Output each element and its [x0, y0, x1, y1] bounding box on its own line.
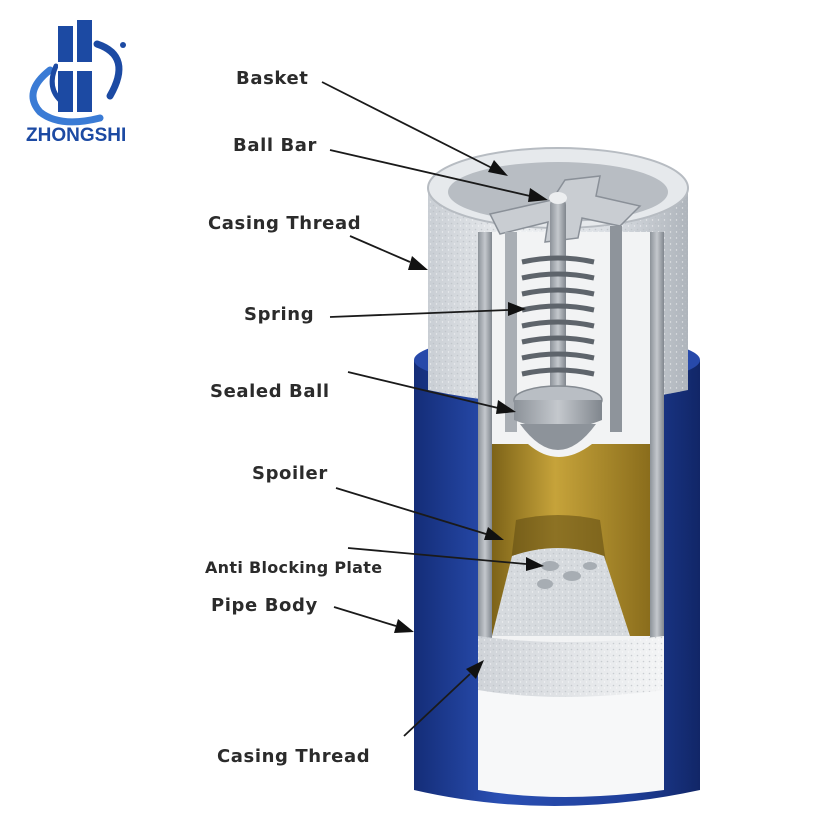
ball-bar-shape	[549, 192, 567, 398]
label-ball-bar: Ball Bar	[233, 135, 317, 156]
logo-mark-icon	[29, 20, 126, 126]
label-spoiler: Spoiler	[252, 463, 328, 484]
leader-lines	[321, 81, 548, 737]
brand-name: ZHONGSHI	[26, 125, 126, 146]
label-casing-thread-top: Casing Thread	[208, 213, 361, 234]
label-basket: Basket	[236, 68, 308, 89]
zhongshi-logo: ZHONGSHI	[26, 20, 126, 146]
label-sealed-ball: Sealed Ball	[210, 381, 330, 402]
label-pipe-body: Pipe Body	[211, 595, 318, 616]
label-spring: Spring	[244, 304, 314, 325]
label-anti-blocking-plate: Anti Blocking Plate	[205, 558, 382, 577]
casing-thread-bottom-shape	[478, 636, 664, 797]
sealed-ball-shape	[513, 385, 603, 450]
float-valve-illustration	[414, 147, 700, 806]
label-casing-thread-bottom: Casing Thread	[217, 746, 370, 767]
spring-shape	[521, 255, 595, 377]
component-labels: Basket Ball Bar Casing Thread Spring Sea…	[205, 68, 382, 767]
